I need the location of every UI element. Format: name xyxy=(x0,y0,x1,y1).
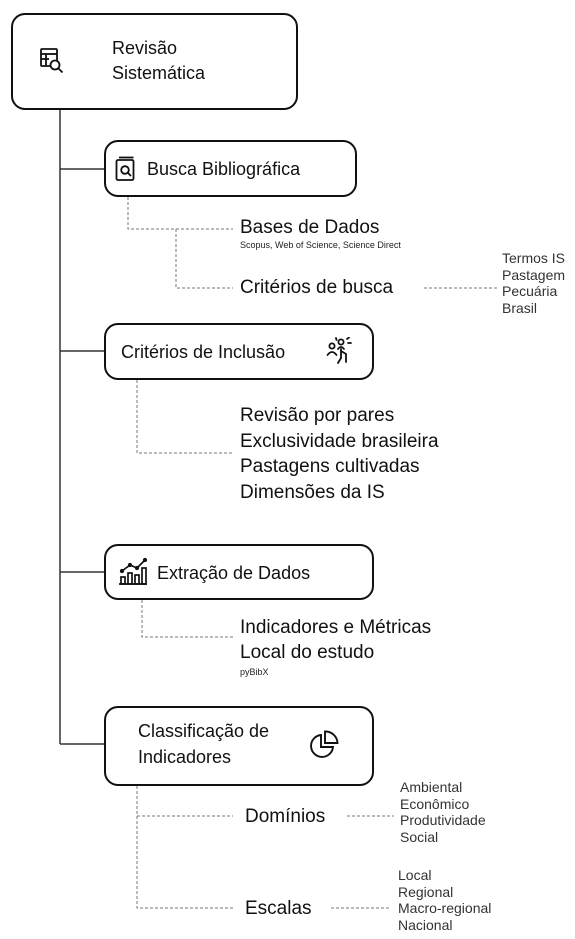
dominio-item: Ambiental xyxy=(400,779,463,795)
criterios-de-busca-label: Critérios de busca xyxy=(240,277,394,298)
inclusao-item: Dimensões da IS xyxy=(240,481,385,503)
escala-item: Local xyxy=(398,867,432,883)
inclusao-list: Revisão por pares Exclusividade brasilei… xyxy=(240,403,439,505)
extracao-node[interactable] xyxy=(104,544,374,600)
dominio-item: Produtividade xyxy=(400,812,486,828)
extracao-list: Indicadores e Métricas Local do estudo xyxy=(240,615,431,665)
escala-item: Macro-regional xyxy=(398,900,492,916)
classificacao-node[interactable] xyxy=(104,706,374,786)
inclusao-item: Exclusividade brasileira xyxy=(240,430,439,452)
termo-item: Pastagem xyxy=(502,266,566,283)
inclusao-title: Critérios de Inclusão xyxy=(121,342,286,362)
escalas-label: Escalas xyxy=(245,898,312,919)
dominio-item: Econômico xyxy=(400,795,470,812)
escala-item: Regional xyxy=(398,883,454,900)
inclusao-item: Revisão por pares xyxy=(240,405,395,426)
book-search-icon xyxy=(115,156,135,181)
termos-list: Termos IS Pastagem Pecuária Brasil xyxy=(502,250,565,316)
bar-chart-trend-icon xyxy=(119,557,148,585)
extracao-sub: pyBibX xyxy=(240,667,269,677)
dominios-list: Ambiental Econômico Produtividade Social xyxy=(400,779,486,845)
inclusao-node[interactable] xyxy=(104,323,374,380)
bases-de-dados-label: Bases de Dados xyxy=(240,217,380,238)
table-search-icon xyxy=(40,48,64,74)
termo-item: Termos IS xyxy=(502,250,566,266)
dominio-item: Social xyxy=(400,828,439,845)
escalas-list: Local Regional Macro-regional Nacional xyxy=(398,867,491,933)
termo-item: Brasil xyxy=(502,299,538,316)
termo-item: Pecuária xyxy=(502,283,558,299)
people-select-icon xyxy=(326,337,352,364)
classificacao-title-line1: Classificação de xyxy=(138,721,270,741)
extracao-item: Indicadores e Métricas xyxy=(240,617,432,638)
busca-node[interactable] xyxy=(104,140,357,197)
classificacao-title-line2: Indicadores xyxy=(138,747,232,767)
pie-chart-icon xyxy=(310,730,339,758)
busca-title: Busca Bibliográfica xyxy=(147,159,301,179)
bases-de-dados-sub: Scopus, Web of Science, Science Direct xyxy=(240,240,401,250)
root-title-line2: Sistemática xyxy=(112,63,206,83)
dominios-label: Domínios xyxy=(245,806,326,827)
escala-item: Nacional xyxy=(398,916,453,933)
inclusao-item: Pastagens cultivadas xyxy=(240,456,420,477)
extracao-title: Extração de Dados xyxy=(157,563,311,583)
root-title-line1: Revisão xyxy=(112,38,178,58)
extracao-item: Local do estudo xyxy=(240,642,375,663)
